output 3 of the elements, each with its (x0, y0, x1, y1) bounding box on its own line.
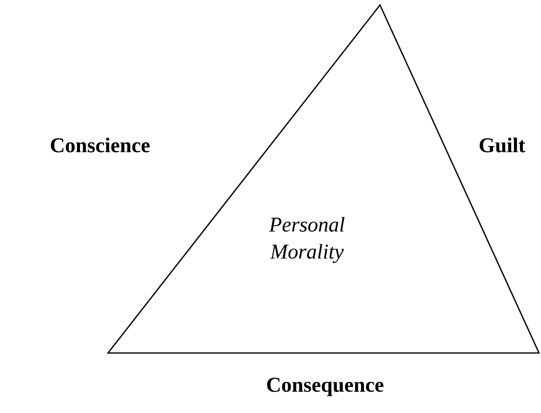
side-label: Conscience (50, 138, 150, 152)
side-label: Consequence (267, 378, 384, 396)
side-label: Guilt (480, 138, 526, 152)
